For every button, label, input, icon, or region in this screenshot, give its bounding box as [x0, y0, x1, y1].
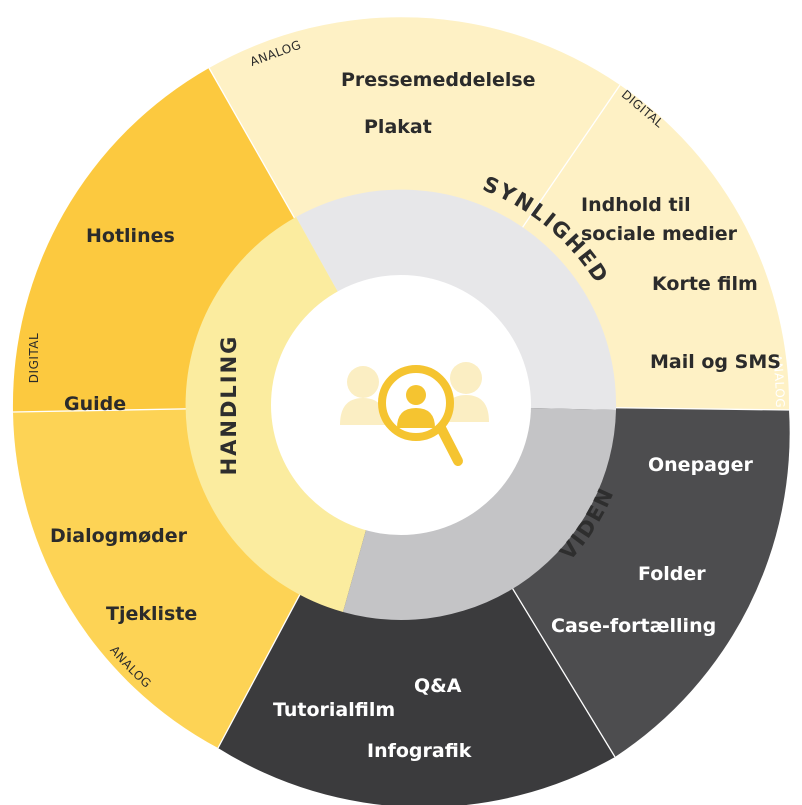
item-korte-film: Korte film — [652, 273, 758, 295]
people-search-icon — [340, 362, 489, 466]
item-case-fortaelling: Case-fortælling — [551, 615, 716, 637]
item-tutorialfilm: Tutorialfilm — [273, 699, 395, 721]
item-pressemeddelelse: Pressemeddelelse — [341, 69, 536, 91]
item-infografik: Infografik — [367, 740, 472, 762]
item-folder: Folder — [638, 563, 706, 585]
item-qa: Q&A — [414, 675, 462, 697]
item-tjekliste: Tjekliste — [106, 603, 197, 625]
svg-text:ANALOG: ANALOG — [770, 354, 787, 409]
viden-analog-tag: ANALOG — [770, 354, 787, 409]
item-sociale-medier: sociale medier — [581, 223, 738, 245]
handling-digital-tag: DIGITAL — [27, 333, 41, 383]
item-plakat: Plakat — [364, 116, 432, 138]
item-hotlines: Hotlines — [86, 225, 175, 247]
item-onepager: Onepager — [648, 454, 753, 476]
item-mail-og-sms: Mail og SMS — [650, 351, 781, 373]
handling-label: HANDLING — [217, 335, 241, 476]
item-dialogmoder: Dialogmøder — [50, 525, 188, 547]
item-indhold-til: Indhold til — [581, 194, 691, 216]
item-guide: Guide — [64, 393, 126, 415]
